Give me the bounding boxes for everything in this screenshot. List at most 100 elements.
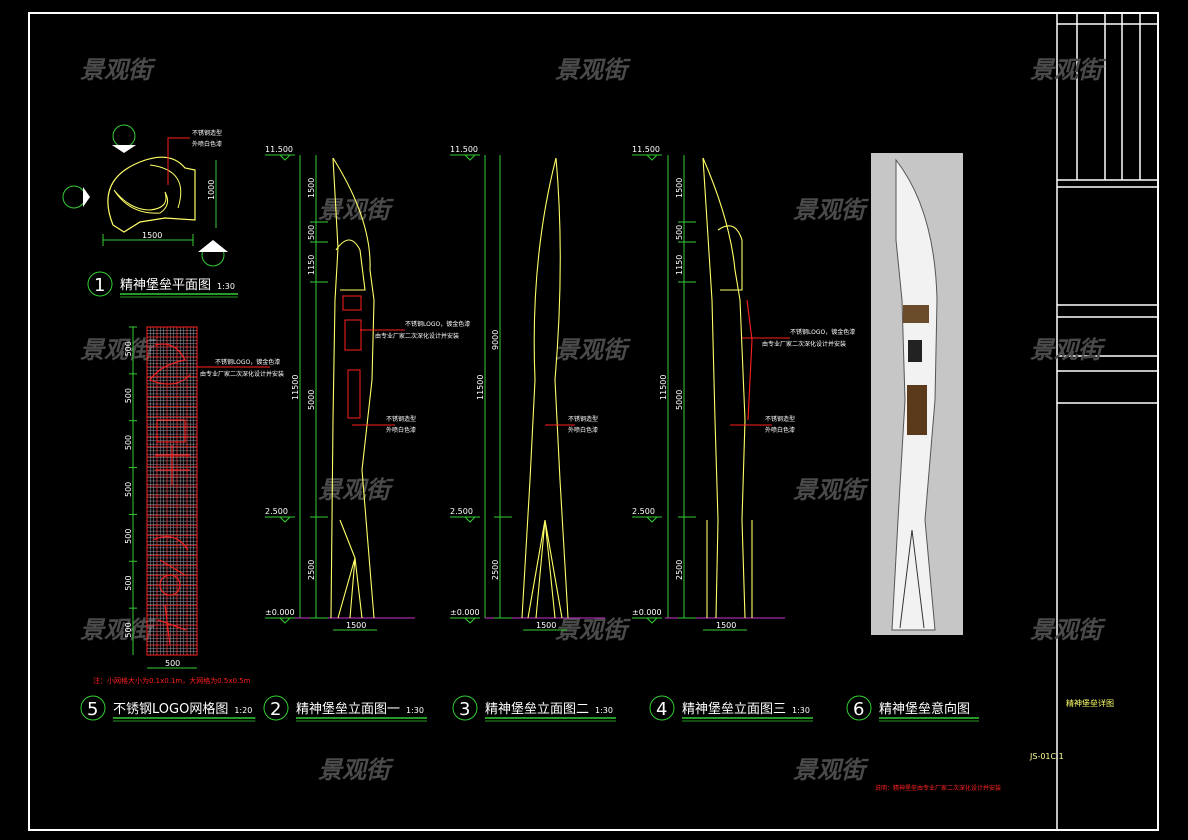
watermark: 景观街 xyxy=(555,616,631,644)
view-scale: 1:30 xyxy=(595,706,613,715)
dimension-text: 1500 xyxy=(142,231,162,240)
level-mark: 2.500 xyxy=(265,507,288,516)
view-number-circle xyxy=(87,271,113,297)
plan-outline xyxy=(107,156,196,233)
elevations: 11.500 2.500 ±0.000 1500 11500 1500 500 1150 500… xyxy=(265,145,785,631)
dimension-text: 1500 xyxy=(716,621,736,630)
watermark: 景观街 xyxy=(318,196,394,224)
watermark: 景观街 xyxy=(793,196,869,224)
dimension-text: 1150 xyxy=(675,255,684,275)
dimension-text: 500 xyxy=(675,225,684,240)
view-title: 3 精神堡垒立面图二 1:30 xyxy=(452,695,616,722)
logo-grid: 500 500 500 500 500 500 500 500 xyxy=(124,326,198,669)
view-number-circle xyxy=(263,695,289,721)
dimension-text: 1500 xyxy=(536,621,556,630)
view-title-text: 不锈钢LOGO网格图 xyxy=(113,701,228,717)
view-number-circle xyxy=(452,695,478,721)
title-block-drawing-name: 精神堡垒详图 xyxy=(1066,698,1114,708)
dimension-text: 2500 xyxy=(491,560,500,580)
dimension-text: 11500 xyxy=(476,375,485,400)
grid-border xyxy=(146,326,198,656)
watermark: 景观街 xyxy=(80,616,156,644)
title-block-drawing-number: JS-01C.1 xyxy=(1029,752,1064,761)
dimension-text: 500 xyxy=(165,659,180,668)
view-title-text: 精神堡垒立面图二 xyxy=(485,701,589,717)
annotation: 不锈钢造型 xyxy=(386,415,416,423)
dimension-text: 500 xyxy=(124,622,133,637)
elevation-1-logo xyxy=(342,295,362,419)
view-number: 3 xyxy=(459,699,470,720)
view-scale: 1:30 xyxy=(217,282,235,291)
dimension-text: 500 xyxy=(124,341,133,356)
level-mark: 2.500 xyxy=(450,507,473,516)
view-number-circle xyxy=(649,695,675,721)
dimension-text: 5000 xyxy=(307,390,316,410)
level-mark: 2.500 xyxy=(632,507,655,516)
annotation: 不锈钢造型 xyxy=(568,415,598,423)
view-scale: 1:30 xyxy=(406,706,424,715)
level-mark: ±0.000 xyxy=(632,608,662,617)
dimension-text: 11500 xyxy=(659,375,668,400)
annotation: 不锈钢造型 xyxy=(765,415,795,423)
watermark: 景观街 xyxy=(80,56,156,84)
level-mark: 11.500 xyxy=(265,145,293,154)
view-number: 4 xyxy=(656,699,667,720)
dimension-text: 500 xyxy=(124,529,133,544)
view-title-text: 精神堡垒立面图一 xyxy=(296,701,400,717)
annotation: 不锈钢LOGO，镀金色漆 xyxy=(405,320,470,328)
watermark: 景观街 xyxy=(1030,616,1106,644)
grid-logo-glyphs xyxy=(149,343,191,646)
watermark: 景观街 xyxy=(1030,336,1106,364)
annotation: 外喷白色漆 xyxy=(386,426,416,434)
elevation-3-outline xyxy=(702,157,753,619)
dimension-text: 5000 xyxy=(675,390,684,410)
level-mark: ±0.000 xyxy=(450,608,480,617)
view-scale: 1:20 xyxy=(234,706,252,715)
annotation: 由专业厂家二次深化设计并安装 xyxy=(762,340,846,348)
watermark: 景观街 xyxy=(80,336,156,364)
annotation: 外喷白色漆 xyxy=(568,426,598,434)
view-scale: 1:30 xyxy=(792,706,810,715)
annotation: 外喷白色漆 xyxy=(192,140,222,148)
title-block xyxy=(1056,13,1158,830)
dimension-text: 500 xyxy=(124,575,133,590)
view-number-circle xyxy=(846,695,872,721)
dimension-text: 9000 xyxy=(491,330,500,350)
view-title-text: 精神堡垒立面图三 xyxy=(682,701,786,717)
watermark: 景观街 xyxy=(318,476,394,504)
view-number-circle xyxy=(80,695,106,721)
plan-view: 1500 1000 不锈钢造型 外喷白色漆 xyxy=(62,124,228,267)
view-title: 5 不锈钢LOGO网格图 1:20 xyxy=(80,695,256,722)
annotation: 由专业厂家二次深化设计并安装 xyxy=(375,332,459,340)
level-mark: ±0.000 xyxy=(265,608,295,617)
watermark: 景观街 xyxy=(318,756,394,784)
level-mark: 11.500 xyxy=(632,145,660,154)
dimension-text: 11500 xyxy=(291,375,300,400)
footnote: 说明：精神堡垒由专业厂家二次深化设计并安装 xyxy=(875,784,1001,792)
dimension-text: 1500 xyxy=(346,621,366,630)
dimension-text: 1500 xyxy=(307,178,316,198)
dimension-text: 500 xyxy=(124,482,133,497)
drawing-frame xyxy=(28,12,1159,831)
dimension-text: 500 xyxy=(124,388,133,403)
elevation-2-outline xyxy=(521,157,569,619)
dimension-text: 500 xyxy=(124,435,133,450)
annotation: 外喷白色漆 xyxy=(765,426,795,434)
dimension-text: 1150 xyxy=(307,255,316,275)
view-number: 5 xyxy=(87,699,98,720)
level-mark: 11.500 xyxy=(450,145,478,154)
annotation: 不锈钢造型 xyxy=(192,129,222,137)
view-title: 4 精神堡垒立面图三 1:30 xyxy=(649,695,813,722)
view-title-text: 精神堡垒平面图 xyxy=(120,277,211,293)
dimension-text: 1500 xyxy=(675,178,684,198)
watermark: 景观街 xyxy=(1030,56,1106,84)
section-marker xyxy=(112,124,136,148)
annotation: 不锈钢LOGO，镀金色漆 xyxy=(215,358,280,366)
annotation: 不锈钢LOGO，镀金色漆 xyxy=(790,328,855,336)
watermark: 景观街 xyxy=(555,56,631,84)
